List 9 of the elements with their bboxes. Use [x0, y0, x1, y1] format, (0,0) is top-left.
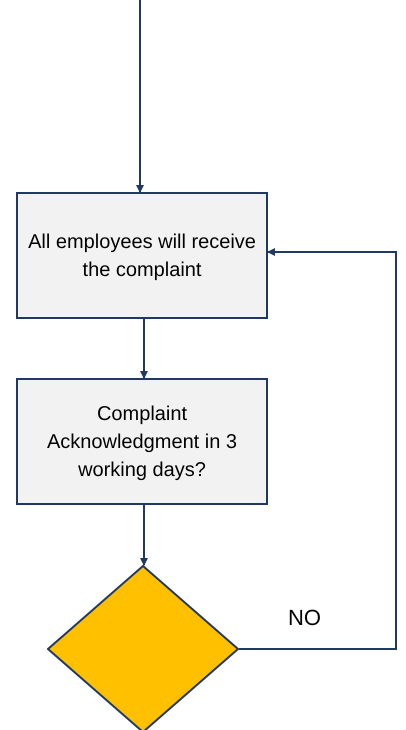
arrow — [140, 505, 148, 566]
box-text: Complaint Acknowledgment in 3 working days? — [46, 402, 238, 482]
arrow — [136, 0, 144, 193]
arrow — [239, 248, 397, 650]
box-text: All employees will receive the complaint — [27, 230, 257, 282]
process-box — [16, 378, 268, 505]
decision-diamond — [47, 565, 239, 730]
process-box — [16, 192, 268, 319]
arrow — [140, 319, 148, 379]
